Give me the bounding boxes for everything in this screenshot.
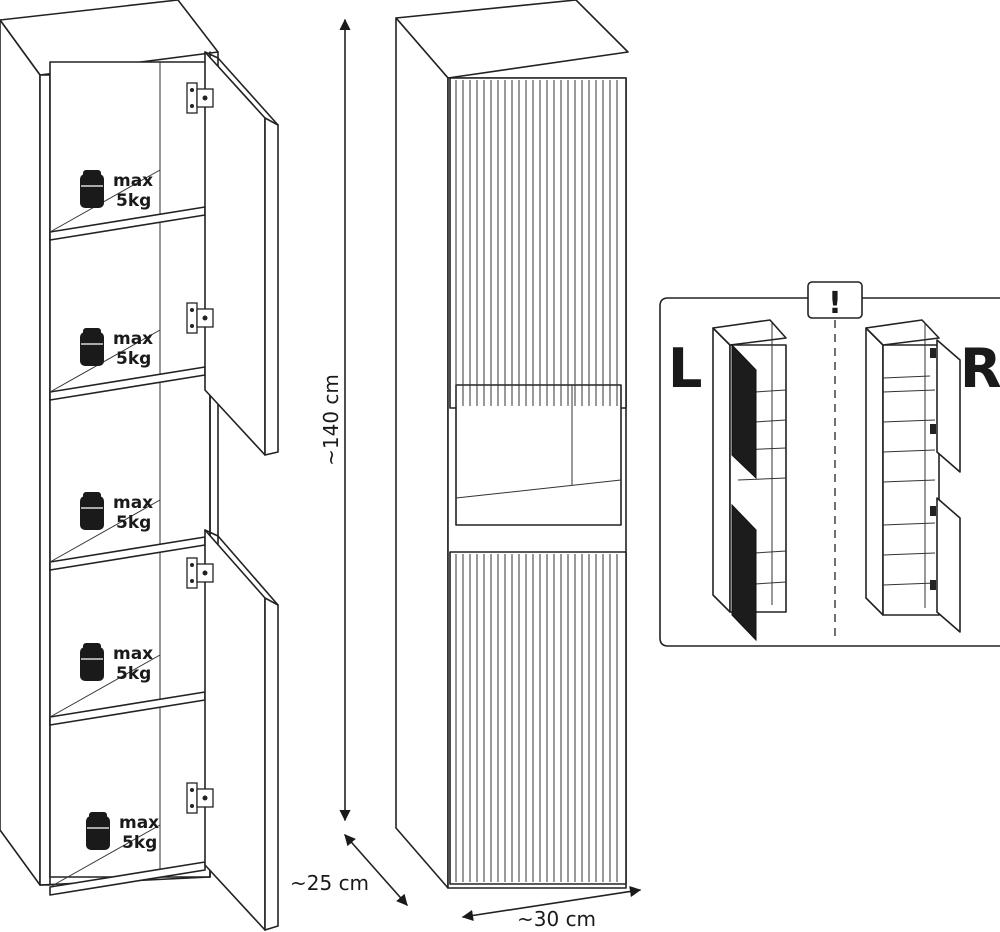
weight-icon — [85, 811, 111, 851]
warning-icon: ! — [807, 281, 863, 321]
height-dimension: ~140 cm — [319, 18, 351, 822]
weight-icon — [79, 491, 105, 531]
fluted-door-panels — [455, 80, 618, 882]
weight-icon — [79, 642, 105, 682]
upper-door — [204, 51, 279, 456]
weight-value-text: 5kg — [122, 833, 157, 853]
open-niche — [455, 384, 622, 526]
weight-max-text: max — [119, 813, 159, 833]
weight-icon — [79, 327, 105, 367]
open-cabinet — [0, 0, 219, 886]
weight-max-text: max — [113, 329, 153, 349]
shelf — [49, 861, 206, 896]
width-label: ~30 cm — [517, 907, 596, 931]
left-hinged-cabinet — [712, 319, 787, 642]
weight-max-text: max — [113, 644, 153, 664]
lower-door — [204, 529, 279, 931]
weight-value-text: 5kg — [116, 664, 151, 684]
weight-icon — [79, 169, 105, 209]
depth-label: ~25 cm — [290, 871, 369, 895]
left-hand-label: L — [668, 337, 702, 400]
orientation-panel: ! L R — [659, 281, 1000, 647]
right-hinged-cabinet — [865, 319, 961, 633]
weight-value-text: 5kg — [116, 349, 151, 369]
weight-max-text: max — [113, 171, 153, 191]
warning-symbol: ! — [828, 286, 842, 321]
weight-value-text: 5kg — [116, 513, 151, 533]
height-label: ~140 cm — [319, 374, 343, 466]
closed-cabinet — [395, 0, 629, 889]
weight-value-text: 5kg — [116, 191, 151, 211]
width-dimension: ~30 cm — [461, 885, 642, 931]
right-hand-label: R — [960, 337, 1000, 400]
weight-max-text: max — [113, 493, 153, 513]
depth-dimension: ~25 cm — [290, 834, 408, 906]
